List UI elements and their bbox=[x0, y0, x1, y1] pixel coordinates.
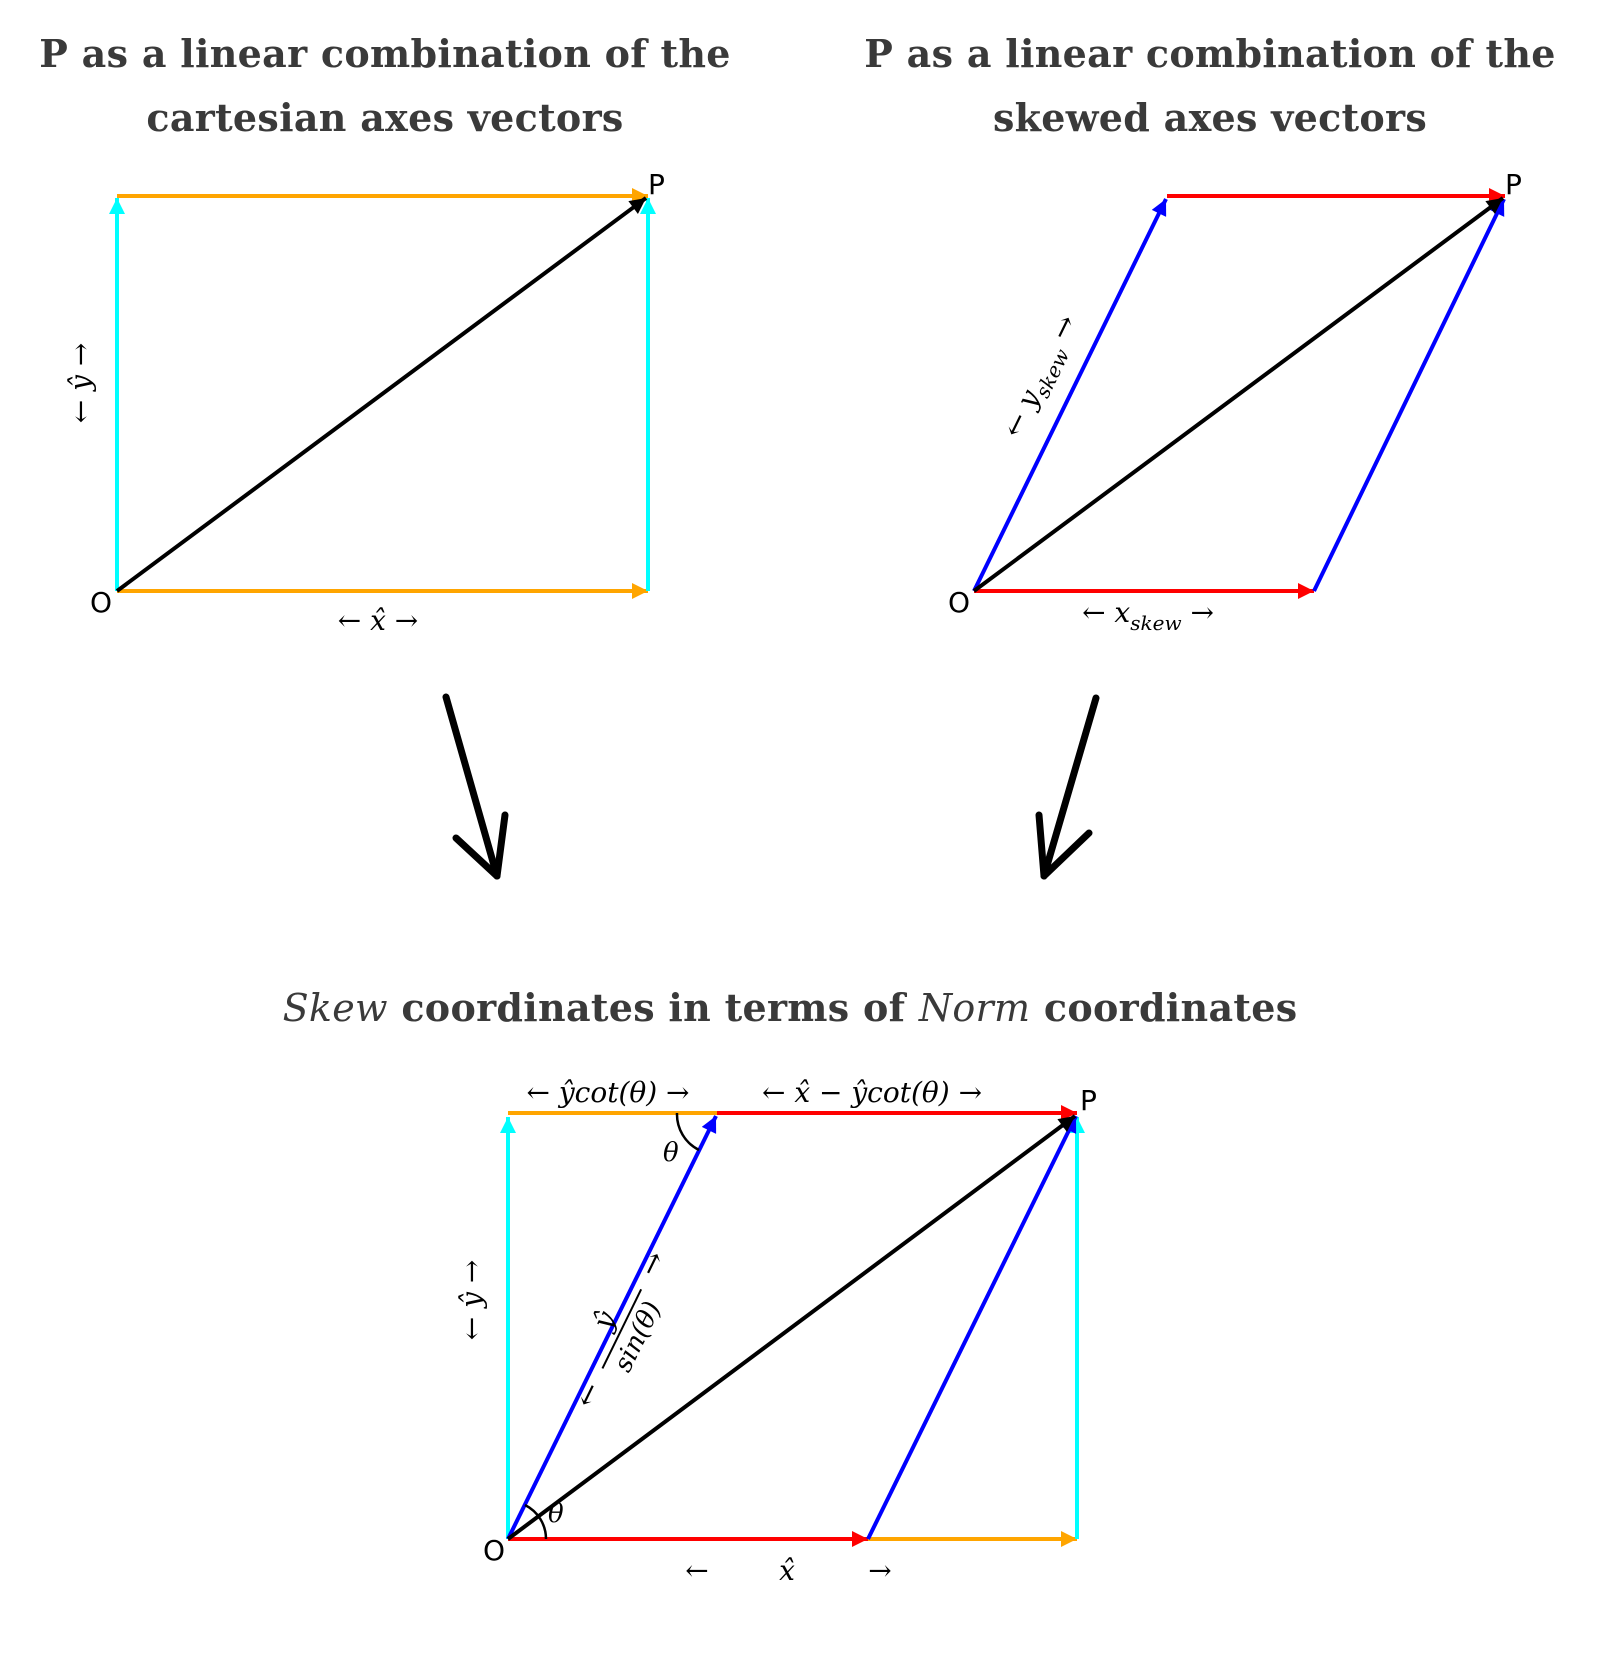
skewed-y-vector-left bbox=[972, 198, 1168, 592]
cartesian-op-vector bbox=[115, 196, 648, 593]
arrow-left-down bbox=[442, 693, 509, 880]
arrow-right-head-b bbox=[1040, 829, 1093, 880]
skewed-diagram: O P ← xskew → ← yskew → bbox=[948, 168, 1522, 635]
combined-theta-top: θ bbox=[663, 1138, 679, 1168]
title-bottom-end: coordinates bbox=[1030, 985, 1298, 1030]
combined-x-hat-right-arrow: → bbox=[868, 1554, 891, 1587]
skewed-op-vector bbox=[972, 196, 1505, 593]
theta-arc-bottom bbox=[524, 1503, 548, 1540]
skewed-x-skew-main: ← x bbox=[1082, 596, 1130, 629]
title-cartesian-line2: cartesian axes vectors bbox=[146, 95, 624, 140]
combined-diagram: O P θ θ ← ŷcot(θ) → ← x̂ − ŷcot(θ) → ← ŷ… bbox=[455, 1076, 1097, 1587]
skewed-origin-label: O bbox=[948, 586, 970, 619]
theta-arc-top bbox=[675, 1112, 700, 1152]
skewed-x-skew-sub: skew bbox=[1130, 611, 1181, 635]
cartesian-point-label: P bbox=[648, 168, 665, 201]
combined-op-vector bbox=[506, 1114, 1077, 1541]
skewed-x-skew-label: ← xskew → bbox=[1082, 596, 1214, 635]
arrow-right-down bbox=[1035, 694, 1100, 880]
combined-x-hat-symbol: x̂ bbox=[779, 1554, 795, 1587]
skewed-y-skew-end: → bbox=[1039, 309, 1083, 353]
combined-x-minus-ycot-label: ← x̂ − ŷcot(θ) → bbox=[762, 1076, 982, 1109]
title-skew-word: Skew bbox=[282, 986, 388, 1030]
combined-x-hat-left-arrow: ← bbox=[685, 1554, 708, 1587]
title-skew-in-norm: Skew coordinates in terms of Norm coordi… bbox=[200, 976, 1380, 1040]
title-cartesian: P as a linear combination of the cartesi… bbox=[20, 22, 750, 150]
combined-y-skew-left bbox=[506, 1115, 718, 1540]
title-cartesian-line1: P as a linear combination of the bbox=[39, 31, 731, 76]
skewed-y-vector-right bbox=[1312, 198, 1506, 592]
cartesian-diagram: O P ← x̂ → ← ŷ → bbox=[64, 168, 665, 637]
skewed-y-skew-sub: skew bbox=[1030, 345, 1074, 402]
cartesian-x-hat-label: ← x̂ → bbox=[338, 604, 419, 637]
combined-theta-bottom: θ bbox=[548, 1499, 564, 1529]
y-over-sin-fraction-bar bbox=[601, 1288, 643, 1369]
arrow-left-head-a bbox=[452, 834, 501, 880]
title-skewed-line1: P as a linear combination of the bbox=[864, 31, 1556, 76]
arrow-right-shaft bbox=[1040, 694, 1100, 880]
arrow-left-head-b bbox=[493, 811, 509, 880]
arrow-left-shaft bbox=[442, 693, 501, 880]
title-norm-word: Norm bbox=[918, 986, 1031, 1030]
title-skewed: P as a linear combination of the skewed … bbox=[830, 22, 1590, 150]
title-skewed-line2: skewed axes vectors bbox=[992, 95, 1428, 140]
combined-y-over-sin-label: ← ŷ sin(θ) → bbox=[568, 1246, 672, 1413]
combined-y-skew-right bbox=[866, 1115, 1078, 1540]
skewed-point-label: P bbox=[1505, 168, 1522, 201]
combined-point-label: P bbox=[1080, 1084, 1097, 1117]
arrow-right-head-a bbox=[1035, 811, 1048, 880]
title-bottom-mid: coordinates in terms of bbox=[387, 985, 919, 1030]
skewed-y-skew-label: ← yskew → bbox=[996, 309, 1089, 445]
skewed-x-skew-end: → bbox=[1182, 596, 1214, 629]
combined-ycot-label: ← ŷcot(θ) → bbox=[526, 1076, 689, 1109]
combined-y-hat-label: ← ŷ → bbox=[455, 1260, 488, 1341]
cartesian-y-hat-label: ← ŷ → bbox=[64, 343, 97, 424]
cartesian-origin-label: O bbox=[90, 586, 112, 619]
y-over-sin-numerator: ŷ bbox=[585, 1305, 623, 1337]
combined-origin-label: O bbox=[483, 1534, 505, 1567]
